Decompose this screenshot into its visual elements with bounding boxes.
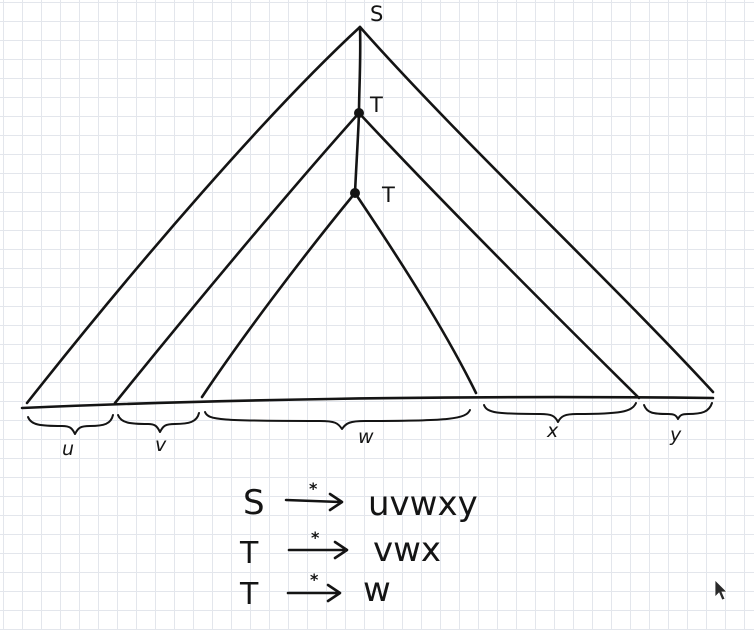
segment-u-label: u <box>62 438 74 460</box>
derivation-3-lhs: T <box>239 577 259 612</box>
derivation-3-arrow-icon <box>286 583 342 603</box>
lower-t-left-edge <box>200 191 357 399</box>
segment-x-label: x <box>546 420 559 442</box>
derivation-3-rhs: w <box>363 570 391 610</box>
mouse-cursor-icon <box>714 579 728 601</box>
brace-u <box>27 414 114 435</box>
derivation-2-lhs: T <box>239 536 259 571</box>
segment-v-label: v <box>155 434 167 456</box>
derivation-2-arrow-icon <box>287 540 349 560</box>
upper-t-node <box>354 108 364 118</box>
brace-v <box>117 412 200 433</box>
segment-w-label: w <box>358 426 374 448</box>
root-label: S <box>370 2 383 26</box>
derivation-2-rhs: vwx <box>373 530 441 570</box>
upper-t-right-edge <box>357 111 641 400</box>
baseline <box>20 395 715 410</box>
lower-t-node <box>350 188 360 198</box>
upper-t-left-edge <box>113 111 361 405</box>
derivation-1-lhs: S <box>243 483 265 523</box>
derivation-3-star: * <box>310 570 319 589</box>
derivation-1-rhs: uvwxy <box>368 484 478 524</box>
s-left-edge <box>25 25 362 405</box>
derivation-1-arrow-icon <box>284 492 344 512</box>
segment-y-label: y <box>669 424 682 446</box>
s-right-edge <box>358 25 715 394</box>
upper-t-label: T <box>369 93 383 117</box>
brace-w <box>204 409 471 430</box>
lower-t-right-edge <box>353 191 478 395</box>
spine-s-to-t <box>357 25 362 115</box>
lower-t-label: T <box>381 183 395 207</box>
derivation-2-star: * <box>311 528 320 547</box>
derivation-1-star: * <box>309 479 318 498</box>
spine-t-to-t <box>353 111 361 195</box>
brace-x <box>483 402 637 423</box>
brace-y <box>643 402 713 420</box>
